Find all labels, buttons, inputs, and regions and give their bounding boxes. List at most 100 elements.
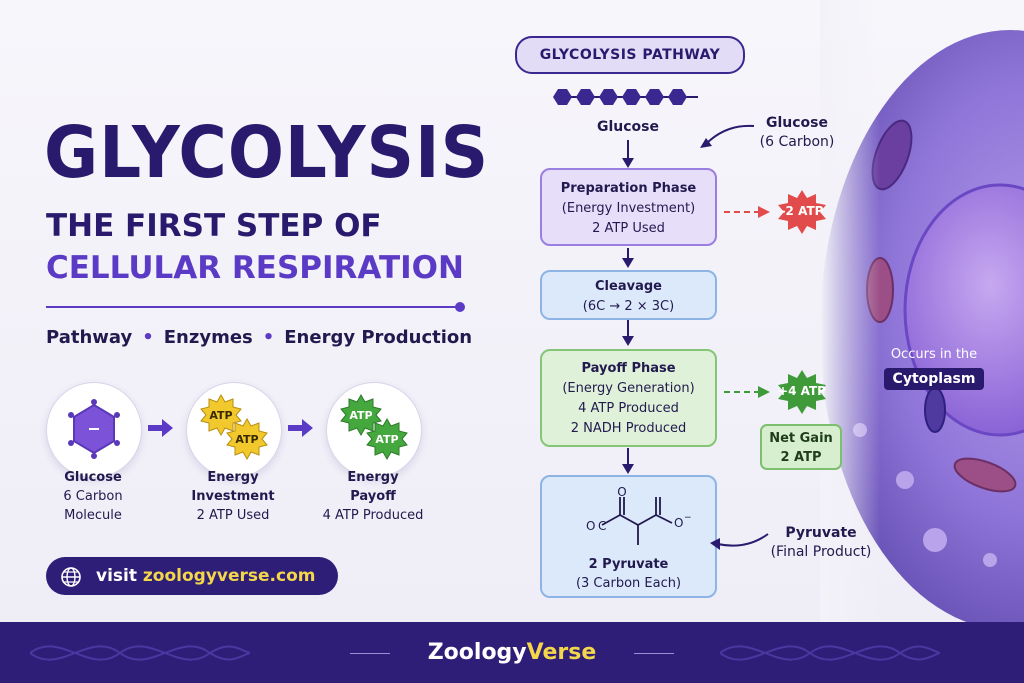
formula-left: O (586, 519, 595, 533)
step-title: Payoff (350, 489, 396, 504)
brand-part2: Verse (526, 640, 597, 665)
side-pyruvate-label: Pyruvate (Final Product) (762, 524, 880, 562)
visit-website-link[interactable]: visit zoologyverse.com (46, 557, 338, 595)
step-glucose-circle (46, 382, 142, 478)
prep-line: 2 ATP Used (592, 221, 665, 236)
pathway-start-label: Glucose (596, 119, 659, 135)
payoff-line: (Energy Generation) (562, 381, 695, 396)
step-title: Glucose (64, 470, 122, 485)
cleavage-box: Cleavage (6C → 2 × 3C) (540, 270, 717, 320)
glucose-chain-icon (553, 89, 698, 105)
vesicle (983, 553, 997, 567)
cytoplasm-line2: Cytoplasm (883, 368, 985, 390)
topic-item: Pathway (46, 327, 133, 348)
step-payoff-label: Energy Payoff 4 ATP Produced (308, 468, 438, 525)
net-gain-value: 2 ATP (780, 450, 822, 465)
bullet: • (142, 327, 154, 348)
prep-line: (Energy Investment) (561, 201, 696, 216)
payoff-phase-box: Payoff Phase (Energy Generation) 4 ATP P… (540, 349, 717, 447)
divider-line (46, 306, 458, 308)
footer-line-left (350, 653, 390, 654)
preparation-phase-box: Preparation Phase (Energy Investment) 2 … (540, 168, 717, 246)
topic-item: Enzymes (163, 327, 253, 348)
atp-badge-icon: ATP ATP (200, 393, 268, 461)
side-glucose-label: Glucose (6 Carbon) (750, 114, 844, 152)
cytoplasm-label: Occurs in the Cytoplasm (875, 346, 993, 390)
cell-fade (820, 0, 880, 683)
mitochondrion (924, 387, 946, 433)
topic-item: Energy Production (284, 327, 473, 348)
pyruvate-title: 2 Pyruvate (588, 557, 669, 572)
atp-loss-text: -2 ATP (780, 204, 824, 218)
step-investment-circle: ATP ATP (186, 382, 282, 478)
atp-badge-icon: ATP ATP (340, 393, 408, 461)
globe-icon (61, 567, 81, 587)
curved-arrow-icon (700, 124, 755, 148)
dashed-arrow-red (724, 206, 770, 218)
atp-text: ATP (349, 409, 372, 422)
vesicle (923, 528, 947, 552)
burst-icon (778, 190, 826, 234)
dna-pattern-right (720, 645, 940, 661)
arrow-right-icon (288, 419, 313, 437)
burst-icon (778, 370, 826, 414)
step-payoff-circle: ATP ATP (326, 382, 422, 478)
bullet: • (262, 327, 275, 348)
footer-bar: ZoologyVerse (0, 622, 1024, 683)
footer-line-right (634, 653, 674, 654)
step-title: Energy (207, 470, 259, 485)
step-glucose-label: Glucose 6 Carbon Molecule (28, 468, 158, 525)
brand-part1: Zoology (427, 640, 527, 665)
svg-text:−: − (684, 513, 692, 523)
prep-title: Preparation Phase (560, 181, 697, 196)
net-gain-box: Net Gain 2 ATP (760, 424, 842, 470)
formula-right: O (674, 516, 683, 530)
cleavage-title: Cleavage (595, 279, 662, 294)
svg-text:C: C (598, 519, 606, 533)
visit-prefix: visit (96, 566, 137, 586)
flow-arrows (622, 140, 634, 474)
subtitle-line1: THE FIRST STEP OF (46, 208, 382, 244)
cytoplasm-line1: Occurs in the (890, 347, 978, 362)
side-pyruvate-title: Pyruvate (785, 525, 857, 541)
atp-text: ATP (375, 433, 398, 446)
svg-text:O: O (617, 487, 626, 499)
dashed-arrow-green (724, 386, 770, 398)
payoff-title: Payoff Phase (581, 361, 676, 376)
vesicle (896, 471, 914, 489)
dna-pattern-left (30, 645, 250, 661)
arrow-right-icon (148, 419, 173, 437)
visit-url: zoologyverse.com (142, 566, 316, 586)
atp-text: ATP (209, 409, 232, 422)
pyruvate-line: (3 Carbon Each) (575, 576, 682, 591)
side-glucose-detail: (6 Carbon) (759, 134, 835, 150)
side-glucose-title: Glucose (765, 115, 828, 131)
atp-loss-burst: -2 ATP (774, 188, 830, 236)
side-pyruvate-detail: (Final Product) (770, 544, 872, 560)
payoff-line: 2 NADH Produced (570, 421, 687, 436)
glucose-hexagon-icon (68, 399, 120, 459)
pyruvate-box: O O O − C 2 Pyruvate (3 Carbon Each) (540, 475, 717, 598)
step-title: Investment (191, 489, 275, 504)
step-line: 6 Carbon (63, 489, 123, 504)
mitochondrion (953, 457, 1017, 493)
topic-list: Pathway • Enzymes • Energy Production (46, 326, 472, 350)
step-line: Molecule (64, 508, 122, 523)
step-line: 2 ATP Used (196, 508, 270, 523)
step-investment-label: Energy Investment 2 ATP Used (168, 468, 298, 525)
payoff-line: 4 ATP Produced (578, 401, 679, 416)
atp-text: ATP (235, 433, 258, 446)
step-title: Energy (347, 470, 399, 485)
cleavage-line: (6C → 2 × 3C) (582, 299, 675, 314)
pyruvate-structure-icon: O O O − C (586, 487, 692, 545)
page-title: GLYCOLYSIS (44, 110, 490, 195)
subtitle-line2: CELLULAR RESPIRATION (46, 250, 464, 286)
pathway-badge: GLYCOLYSIS PATHWAY (515, 36, 745, 74)
curved-arrow-icon (710, 533, 769, 550)
divider-dot (455, 302, 465, 312)
brand-logo-text: ZoologyVerse (0, 638, 1024, 668)
net-gain-title: Net Gain (769, 431, 833, 446)
step-line: 4 ATP Produced (322, 508, 424, 523)
